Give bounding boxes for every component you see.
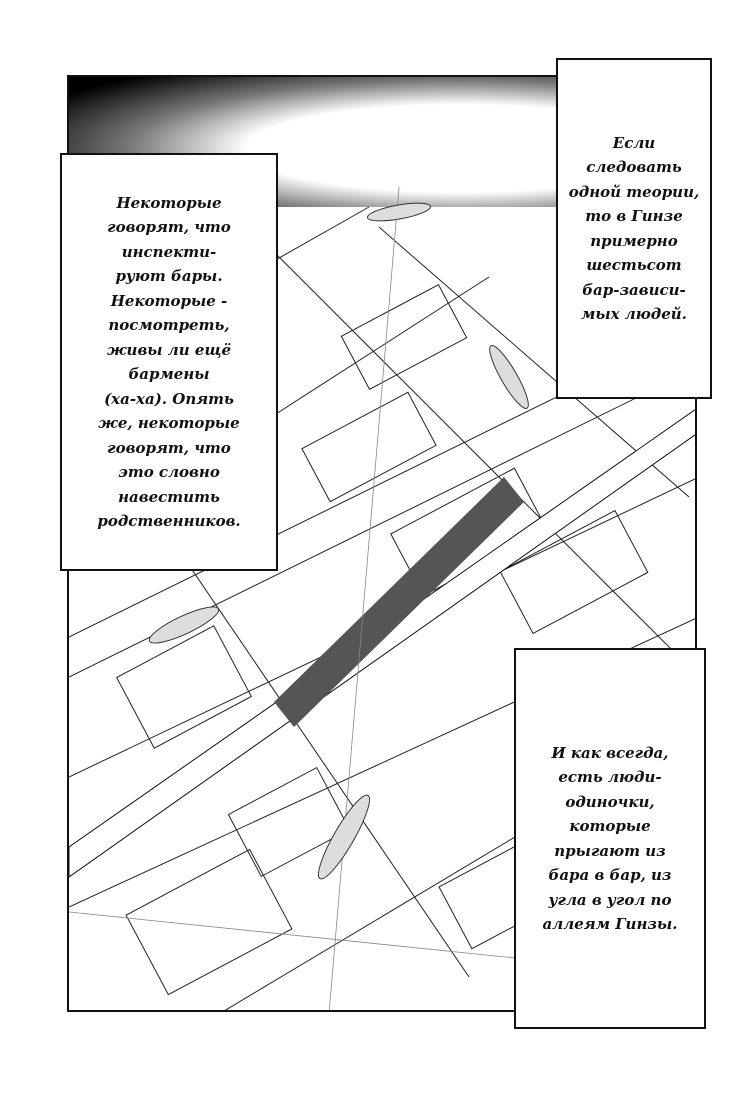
caption-line: одной теории, bbox=[568, 182, 700, 201]
caption-line: угла в угол по bbox=[548, 890, 672, 909]
caption-line: Если bbox=[612, 133, 656, 152]
caption-line: прыгают из bbox=[554, 841, 666, 860]
caption-line: Некоторые bbox=[116, 193, 222, 212]
caption-line: одиночки, bbox=[565, 792, 655, 811]
rail-platform bbox=[274, 477, 524, 727]
railway-band bbox=[69, 409, 695, 878]
caption-box-right-bottom: И как всегда, есть люди- одиночки, котор… bbox=[514, 648, 706, 1029]
caption-line: бара в бар, из bbox=[548, 866, 672, 884]
caption-line: родственников. bbox=[97, 512, 241, 530]
caption-line: мых людей. bbox=[581, 305, 687, 323]
caption-box-left: Некоторые говорят, что инспекти- руют ба… bbox=[60, 153, 278, 571]
grasshoppers bbox=[148, 202, 529, 880]
caption-line: есть люди- bbox=[558, 768, 662, 786]
caption-line: это словно bbox=[118, 463, 220, 481]
caption-line: руют бары. bbox=[115, 267, 223, 285]
caption-box-right-top: Если следовать одной теории, то в Гинзе … bbox=[556, 58, 712, 399]
caption-line: Некоторые - bbox=[110, 291, 228, 310]
caption-line: шестьсот bbox=[586, 256, 682, 274]
caption-line: которые bbox=[569, 817, 651, 835]
caption-line: навестить bbox=[118, 487, 220, 506]
caption-line: бар-зависи- bbox=[582, 280, 686, 299]
caption-line: аллеям Гинзы. bbox=[542, 915, 678, 933]
caption-line: И как всегда, bbox=[551, 743, 669, 762]
caption-line: примерно bbox=[590, 231, 678, 250]
caption-line: то в Гинзе bbox=[585, 207, 683, 225]
caption-line: говорят, что bbox=[107, 218, 231, 236]
caption-line: инспекти- bbox=[121, 242, 217, 261]
caption-line: бармены bbox=[128, 365, 210, 383]
caption-line: (ха-ха). Опять bbox=[104, 389, 234, 408]
caption-line: живы ли ещё bbox=[106, 340, 232, 359]
caption-line: посмотреть, bbox=[108, 316, 230, 334]
caption-line: следовать bbox=[586, 158, 682, 176]
caption-line: же, некоторые bbox=[98, 414, 240, 432]
caption-line: говорят, что bbox=[107, 438, 231, 457]
